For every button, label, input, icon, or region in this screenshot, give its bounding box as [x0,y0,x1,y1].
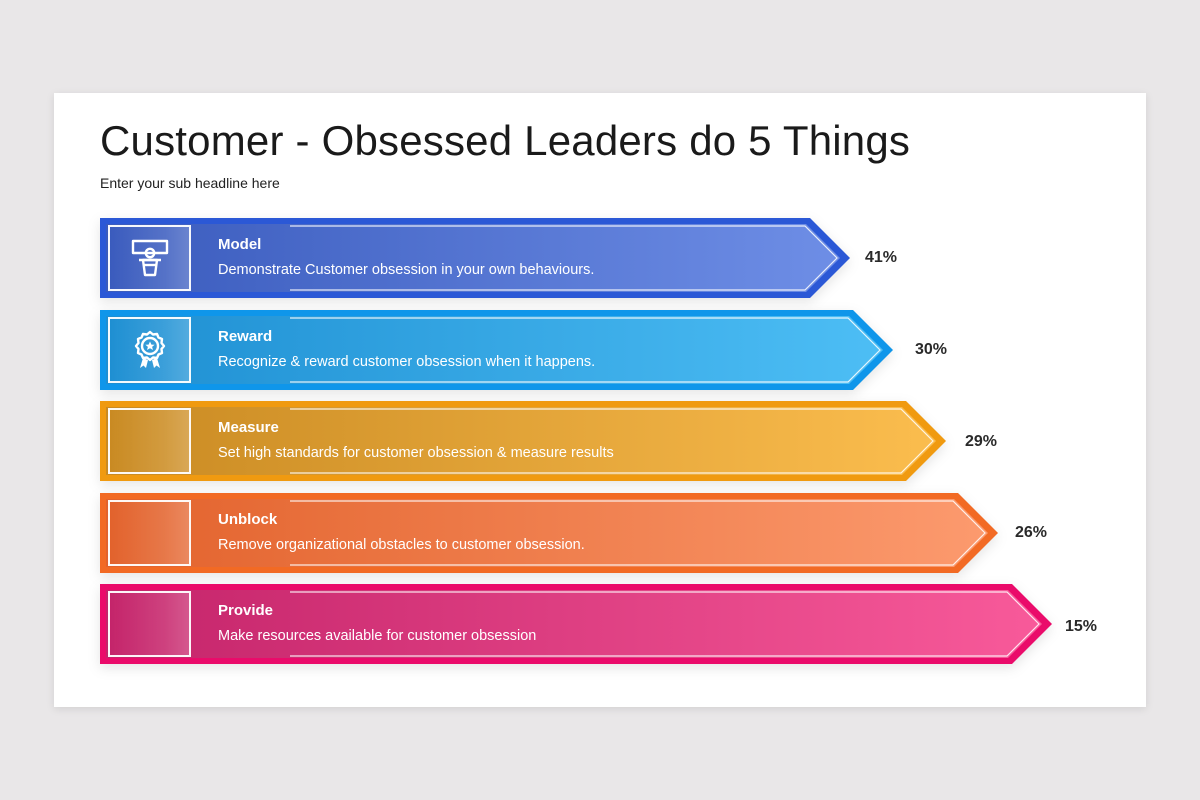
arrow-row-reward: Reward Recognize & reward customer obses… [100,310,900,390]
row-text: Unblock Remove organizational obstacles … [218,510,585,555]
arrow-row-model: Model Demonstrate Customer obsession in … [100,218,860,298]
percent-label-measure: 29% [965,433,998,450]
row-text: Reward Recognize & reward customer obses… [218,327,595,372]
row-title: Model [218,236,262,253]
row-text: Provide Make resources available for cus… [218,601,536,646]
row-text: Model Demonstrate Customer obsession in … [218,235,594,280]
icon-box-empty [108,500,191,566]
row-text: Measure Set high standards for customer … [218,418,614,463]
row-title: Measure [218,419,279,436]
slide-subtitle: Enter your sub headline here [100,175,280,191]
arrow-row-measure: Measure Set high standards for customer … [100,401,960,481]
row-description: Set high standards for customer obsessio… [218,445,614,461]
arrow-shape [100,218,850,298]
percent-label-reward: 30% [915,341,948,358]
row-description: Recognize & reward customer obsession wh… [218,354,596,370]
row-title: Reward [218,328,273,345]
slide: Customer - Obsessed Leaders do 5 Things … [54,93,1146,707]
arrow-shape [100,493,998,573]
row-description: Remove organizational obstacles to custo… [218,537,585,553]
arrow-row-unblock: Unblock Remove organizational obstacles … [100,493,1010,573]
icon-box-empty [108,591,191,657]
icon-box-empty [108,408,191,474]
slide-title: Customer - Obsessed Leaders do 5 Things [100,117,911,164]
arrow-row-provide: Provide Make resources available for cus… [100,584,1060,664]
arrow-shape [100,401,946,481]
podium-speaker-icon [131,239,168,277]
row-title: Provide [218,602,274,619]
row-title: Unblock [218,511,278,528]
icon-box [108,225,191,291]
percent-label-unblock: 26% [1015,524,1048,541]
row-description: Make resources available for customer ob… [218,628,537,644]
percent-label-provide: 15% [1065,618,1098,635]
icon-box [108,317,191,383]
row-description: Demonstrate Customer obsession in your o… [218,262,595,278]
percent-label-model: 41% [865,249,898,266]
arrow-shape [100,310,893,390]
arrow-shape [100,584,1052,664]
award-badge-icon [134,330,165,368]
